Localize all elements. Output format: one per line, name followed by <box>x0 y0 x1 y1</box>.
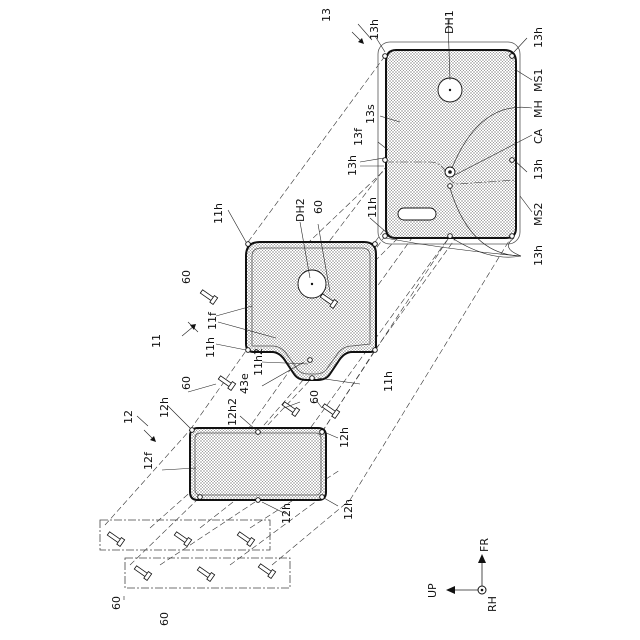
hole-13h-4 <box>510 158 515 163</box>
label-12h-top-right: 12h <box>338 427 351 448</box>
label-ref-11: 11 <box>150 334 163 348</box>
slot-ms2-opening <box>398 208 436 220</box>
label-13h-left: 13h <box>346 155 359 176</box>
bolt-60 <box>133 564 152 580</box>
label-60-a: 60 <box>312 200 325 214</box>
label-11h-inner: 11h <box>366 197 379 218</box>
hole-11h-2 <box>373 242 378 247</box>
hole-12h-5 <box>256 498 261 503</box>
label-12f: 12f <box>142 451 155 470</box>
label-dh2: DH2 <box>294 198 307 222</box>
plate-12-panel <box>190 428 326 500</box>
label-43e: 43e <box>238 373 251 394</box>
bolt-60 <box>199 288 218 304</box>
label-12h-top-left: 12h <box>158 397 171 418</box>
hole-11h-4 <box>373 348 378 353</box>
label-rh: RH <box>486 596 499 612</box>
label-13h-top-left: 13h <box>368 19 381 40</box>
bolt-60 <box>173 530 192 546</box>
bolt-60 <box>106 530 125 546</box>
hole-11h-3 <box>246 348 251 353</box>
label-mh: MH <box>532 100 545 118</box>
label-60-b: 60 <box>180 270 193 284</box>
label-13h-bottom: 13h <box>532 245 545 266</box>
hole-12h-1 <box>190 428 195 433</box>
label-dh1: DH1 <box>443 10 456 34</box>
label-11f: 11f <box>206 311 219 330</box>
direction-indicator <box>446 554 486 594</box>
component-12 <box>190 428 326 503</box>
label-60-e: 60 <box>110 596 123 610</box>
hole-11h2 <box>310 376 315 381</box>
hole-13h-2 <box>510 54 515 59</box>
hole-13h-8 <box>448 184 453 189</box>
label-12h2: 12h2 <box>226 398 239 426</box>
hole-13h-7 <box>510 234 515 239</box>
label-up: UP <box>426 583 439 598</box>
hole-13h-5 <box>383 234 388 239</box>
label-60-f: 60 <box>158 612 171 626</box>
label-ca: CA <box>532 128 545 144</box>
label-ref-13: 13 <box>320 8 333 22</box>
label-ms1: MS1 <box>532 69 545 92</box>
label-12h-bottom-right: 12h <box>342 499 355 520</box>
hole-12h-3 <box>320 430 325 435</box>
component-13 <box>378 42 520 244</box>
label-11h-bottom-right: 11h <box>382 371 395 392</box>
label-13s: 13s <box>364 104 377 124</box>
bolt-60 <box>196 565 215 581</box>
label-60-c: 60 <box>180 376 193 390</box>
bolt-60 <box>236 530 255 546</box>
hole-12h-6 <box>320 495 325 500</box>
label-ms2: MS2 <box>532 203 545 226</box>
hole-13h-1 <box>383 54 388 59</box>
component-11 <box>246 242 378 381</box>
label-11h-bottom-left: 11h <box>204 337 217 358</box>
label-ref-12: 12 <box>122 410 135 424</box>
hole-11h-1 <box>246 242 251 247</box>
hole-43e <box>308 358 313 363</box>
bolt-60 <box>281 400 300 416</box>
label-13h-top-right: 13h <box>532 27 545 48</box>
hole-12h-2 <box>256 430 261 435</box>
label-13h-right: 13h <box>532 159 545 180</box>
rh-axis-dot <box>481 589 484 592</box>
label-11h-top-left: 11h <box>212 203 225 224</box>
bolt-60 <box>217 374 236 390</box>
bolt-60 <box>321 402 340 418</box>
label-13f: 13f <box>352 127 365 146</box>
assembly-arrows <box>144 32 364 442</box>
label-fr: FR <box>478 538 491 552</box>
dh2-center-dot <box>311 283 313 285</box>
label-60-d: 60 <box>308 390 321 404</box>
hole-13h-6 <box>448 234 453 239</box>
label-11h2: 11h2 <box>252 348 265 376</box>
dh1-center-dot <box>449 89 451 91</box>
camera-ca-dot <box>448 170 452 174</box>
label-12h-bottom-left: 12h <box>280 503 293 524</box>
hole-12h-4 <box>198 495 203 500</box>
